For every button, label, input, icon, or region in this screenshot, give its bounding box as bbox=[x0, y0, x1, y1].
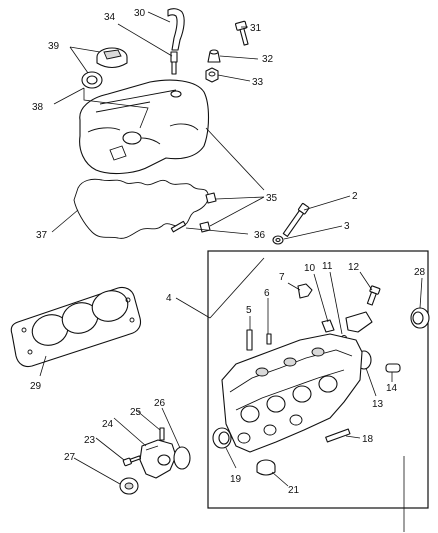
callout-34: 34 bbox=[104, 12, 116, 23]
leader-lines bbox=[39, 11, 423, 532]
callout-37: 37 bbox=[36, 230, 48, 241]
seal-28 bbox=[410, 307, 430, 329]
grommet-32 bbox=[207, 49, 221, 63]
callout-35: 35 bbox=[266, 193, 278, 204]
cylinder-head-cover bbox=[79, 79, 210, 175]
callout-6: 6 bbox=[264, 288, 270, 299]
callout-14: 14 bbox=[386, 383, 398, 394]
cylinder-head-assembly-frame bbox=[207, 250, 429, 509]
callout-4: 4 bbox=[166, 293, 172, 304]
rocker-bracket bbox=[345, 311, 373, 333]
head-bolt bbox=[282, 203, 310, 237]
cylinder-head-gasket bbox=[10, 286, 142, 368]
o-ring-26 bbox=[173, 446, 191, 470]
callout-5: 5 bbox=[246, 305, 252, 316]
callout-3: 3 bbox=[344, 221, 350, 232]
nut-33 bbox=[205, 67, 219, 83]
callout-36: 36 bbox=[254, 230, 266, 241]
bolt-12 bbox=[366, 285, 381, 306]
callout-23: 23 bbox=[84, 435, 96, 446]
callout-33: 33 bbox=[252, 77, 264, 88]
sensor-14 bbox=[385, 363, 401, 373]
bolt-31 bbox=[234, 20, 249, 46]
callout-25: 25 bbox=[130, 407, 142, 418]
callout-39: 39 bbox=[48, 41, 60, 52]
callout-labels: 2 3 4 5 6 7 10 11 12 13 14 18 19 21 23 2… bbox=[30, 8, 426, 496]
cap-seal bbox=[81, 71, 103, 89]
dowel-pin-5 bbox=[246, 329, 253, 351]
callout-10: 10 bbox=[304, 263, 316, 274]
callout-12: 12 bbox=[348, 262, 360, 273]
callout-19: 19 bbox=[230, 474, 242, 485]
callout-38: 38 bbox=[32, 102, 44, 113]
pin-25 bbox=[159, 427, 165, 441]
callout-11: 11 bbox=[322, 261, 333, 272]
callout-2: 2 bbox=[352, 191, 358, 202]
cylinder-head-casting bbox=[221, 333, 363, 453]
tappet-7 bbox=[297, 283, 313, 299]
water-outlet-housing bbox=[139, 439, 177, 479]
callout-32: 32 bbox=[262, 54, 274, 65]
callout-31: 31 bbox=[250, 23, 262, 34]
callout-26: 26 bbox=[154, 398, 166, 409]
cam-seal-19 bbox=[212, 427, 232, 449]
callout-18: 18 bbox=[362, 434, 374, 445]
callout-28: 28 bbox=[414, 267, 426, 278]
pin-6 bbox=[266, 333, 272, 345]
callout-30: 30 bbox=[134, 8, 146, 19]
head-bolt-washer bbox=[272, 235, 284, 245]
stud-18 bbox=[325, 428, 351, 443]
callout-21: 21 bbox=[288, 485, 300, 496]
grommet-35 bbox=[199, 192, 217, 233]
stud-36 bbox=[170, 220, 186, 233]
pcv-hose bbox=[167, 8, 185, 51]
seal-27 bbox=[119, 477, 139, 495]
callout-29: 29 bbox=[30, 381, 42, 392]
callout-27: 27 bbox=[64, 452, 76, 463]
cover-gasket bbox=[73, 178, 209, 239]
callout-24: 24 bbox=[102, 419, 114, 430]
plug-21 bbox=[256, 459, 276, 476]
pcv-valve bbox=[170, 51, 178, 75]
callout-7: 7 bbox=[279, 272, 285, 283]
callout-13: 13 bbox=[372, 399, 384, 410]
oil-filler-cap bbox=[96, 47, 128, 69]
bolt-23 bbox=[122, 455, 142, 467]
